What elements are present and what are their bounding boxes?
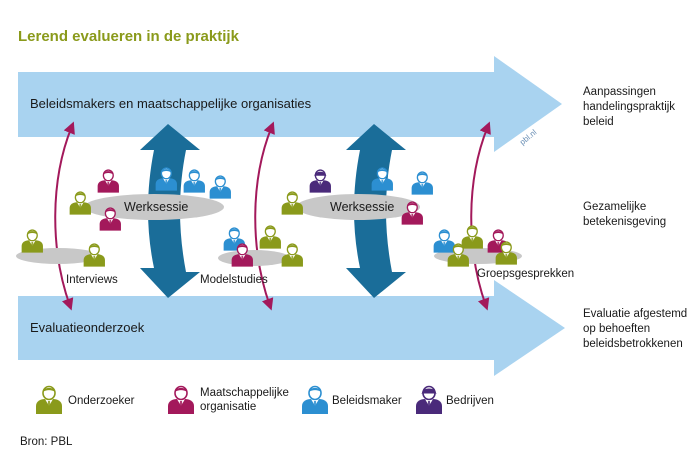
legend-maatschappelijk-icon <box>166 384 196 416</box>
person-onderzoeker-icon <box>69 191 91 215</box>
person-onderzoeker-icon <box>447 243 469 267</box>
link-arrow-3 <box>470 121 491 311</box>
person-beleidsmaker-icon <box>411 171 433 195</box>
link-arrow-1 <box>54 121 75 311</box>
legend-bedrijven-label: Bedrijven <box>446 395 494 407</box>
legend-bedrijven-icon <box>414 384 444 416</box>
person-beleidsmaker-icon <box>371 167 393 191</box>
person-onderzoeker-icon <box>495 241 517 265</box>
modelstudies-label: Modelstudies <box>200 274 268 286</box>
werksessie-2-label: Werksessie <box>330 200 395 214</box>
legend-maatschappelijk-label: Maatschappelijke organisatie <box>200 386 289 414</box>
person-beleidsmaker-icon <box>183 169 205 193</box>
werksessie-1-ellipse <box>84 194 224 220</box>
right-label-bottom-line-2: op behoeften <box>583 323 651 335</box>
bottom-band-label: Evaluatieonderzoek <box>30 320 145 335</box>
source-note: Bron: PBL <box>20 436 73 448</box>
werksessie-1-label: Werksessie <box>124 200 189 214</box>
right-label-top-line-2: handelingspraktijk <box>583 101 676 113</box>
person-beleidsmaker-icon <box>223 227 245 251</box>
right-label-middle-line-2: betekenisgeving <box>583 216 667 228</box>
werksessie-2-ellipse <box>296 194 420 220</box>
person-beleidsmaker-icon <box>433 229 455 253</box>
person-bedrijven-icon <box>309 169 331 193</box>
right-label-top-line-3: beleid <box>583 116 614 128</box>
person-onderzoeker-icon <box>461 225 483 249</box>
person-maatschappelijk-icon <box>401 201 423 225</box>
top-band-label: Beleidsmakers en maatschappelijke organi… <box>30 96 312 111</box>
groepsgesprekken-label: Groepsgesprekken <box>477 268 575 280</box>
interviews-label: Interviews <box>66 274 118 286</box>
person-onderzoeker-icon <box>281 191 303 215</box>
right-label-middle: Gezamelijke betekenisgeving <box>583 200 666 230</box>
person-onderzoeker-icon <box>21 229 43 253</box>
link-arrow-2 <box>254 121 275 311</box>
top-band-arrow <box>18 56 562 152</box>
right-label-bottom-line-1: Evaluatie afgestemd <box>583 308 688 320</box>
person-beleidsmaker-icon <box>155 167 177 191</box>
bottom-band-arrow <box>18 280 565 376</box>
person-maatschappelijk-icon <box>231 243 253 267</box>
modelstudies-ellipse <box>218 250 290 266</box>
person-onderzoeker-icon <box>83 243 105 267</box>
legend-maatschappelijk-line-1: Maatschappelijke <box>200 387 289 399</box>
right-label-bottom-line-3: beleidsbetrokkenen <box>583 338 683 350</box>
legend-onderzoeker-label: Onderzoeker <box>68 395 135 407</box>
right-label-middle-line-1: Gezamelijke <box>583 201 647 213</box>
person-onderzoeker-icon <box>281 243 303 267</box>
legend-maatschappelijk-line-2: organisatie <box>200 401 257 413</box>
right-label-bottom: Evaluatie afgestemd op behoeften beleids… <box>583 307 687 352</box>
person-maatschappelijk-icon <box>97 169 119 193</box>
right-label-top-line-1: Aanpassingen <box>583 86 656 98</box>
legend-beleidsmaker-icon <box>300 384 330 416</box>
person-maatschappelijk-icon <box>99 207 121 231</box>
diagram-title: Lerend evalueren in de praktijk <box>18 28 239 45</box>
legend-beleidsmaker-label: Beleidsmaker <box>332 395 402 407</box>
person-beleidsmaker-icon <box>209 175 231 199</box>
legend-onderzoeker-icon <box>34 384 64 416</box>
person-onderzoeker-icon <box>259 225 281 249</box>
right-label-top: Aanpassingen handelingspraktijk beleid <box>583 85 675 130</box>
